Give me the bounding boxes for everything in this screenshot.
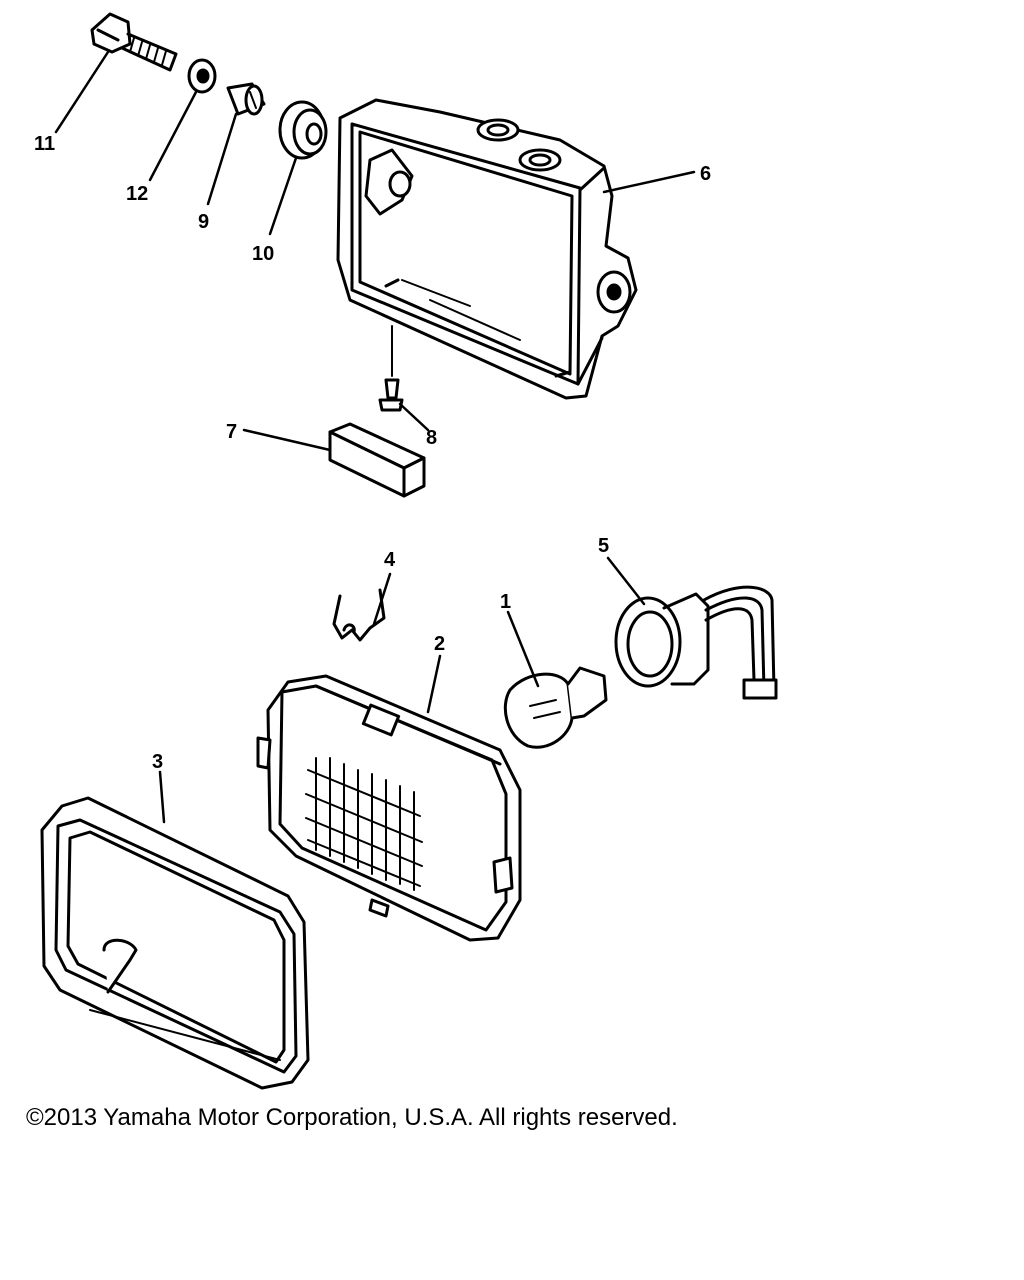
copyright-notice: ©2013 Yamaha Motor Corporation, U.S.A. A… bbox=[26, 1104, 678, 1131]
part-sealed-beam bbox=[258, 676, 520, 940]
part-washer bbox=[189, 60, 215, 92]
part-block bbox=[330, 424, 424, 496]
label-part-3: 3 bbox=[152, 751, 163, 773]
part-grommet bbox=[280, 102, 326, 158]
label-part-11: 11 bbox=[34, 133, 55, 155]
part-bulb bbox=[505, 668, 606, 747]
label-part-5: 5 bbox=[598, 535, 609, 557]
part-housing bbox=[338, 100, 636, 398]
label-part-12: 12 bbox=[126, 183, 148, 205]
part-collar bbox=[228, 84, 264, 114]
label-part-9: 9 bbox=[198, 211, 209, 233]
label-part-4: 4 bbox=[384, 549, 396, 571]
label-part-2: 2 bbox=[434, 633, 445, 655]
label-part-6: 6 bbox=[700, 163, 711, 185]
leader-lines bbox=[56, 52, 694, 822]
headlight-parts-diagram: 11 12 9 10 6 7 8 4 5 1 2 3 bbox=[34, 0, 1024, 1100]
part-rim bbox=[42, 798, 308, 1088]
label-part-10: 10 bbox=[252, 243, 274, 265]
part-screw bbox=[380, 326, 402, 410]
part-spring bbox=[334, 590, 384, 640]
part-bolt bbox=[92, 14, 176, 70]
part-socket bbox=[616, 587, 776, 698]
label-part-7: 7 bbox=[226, 421, 237, 443]
label-part-8: 8 bbox=[426, 427, 437, 449]
label-part-1: 1 bbox=[500, 591, 511, 613]
